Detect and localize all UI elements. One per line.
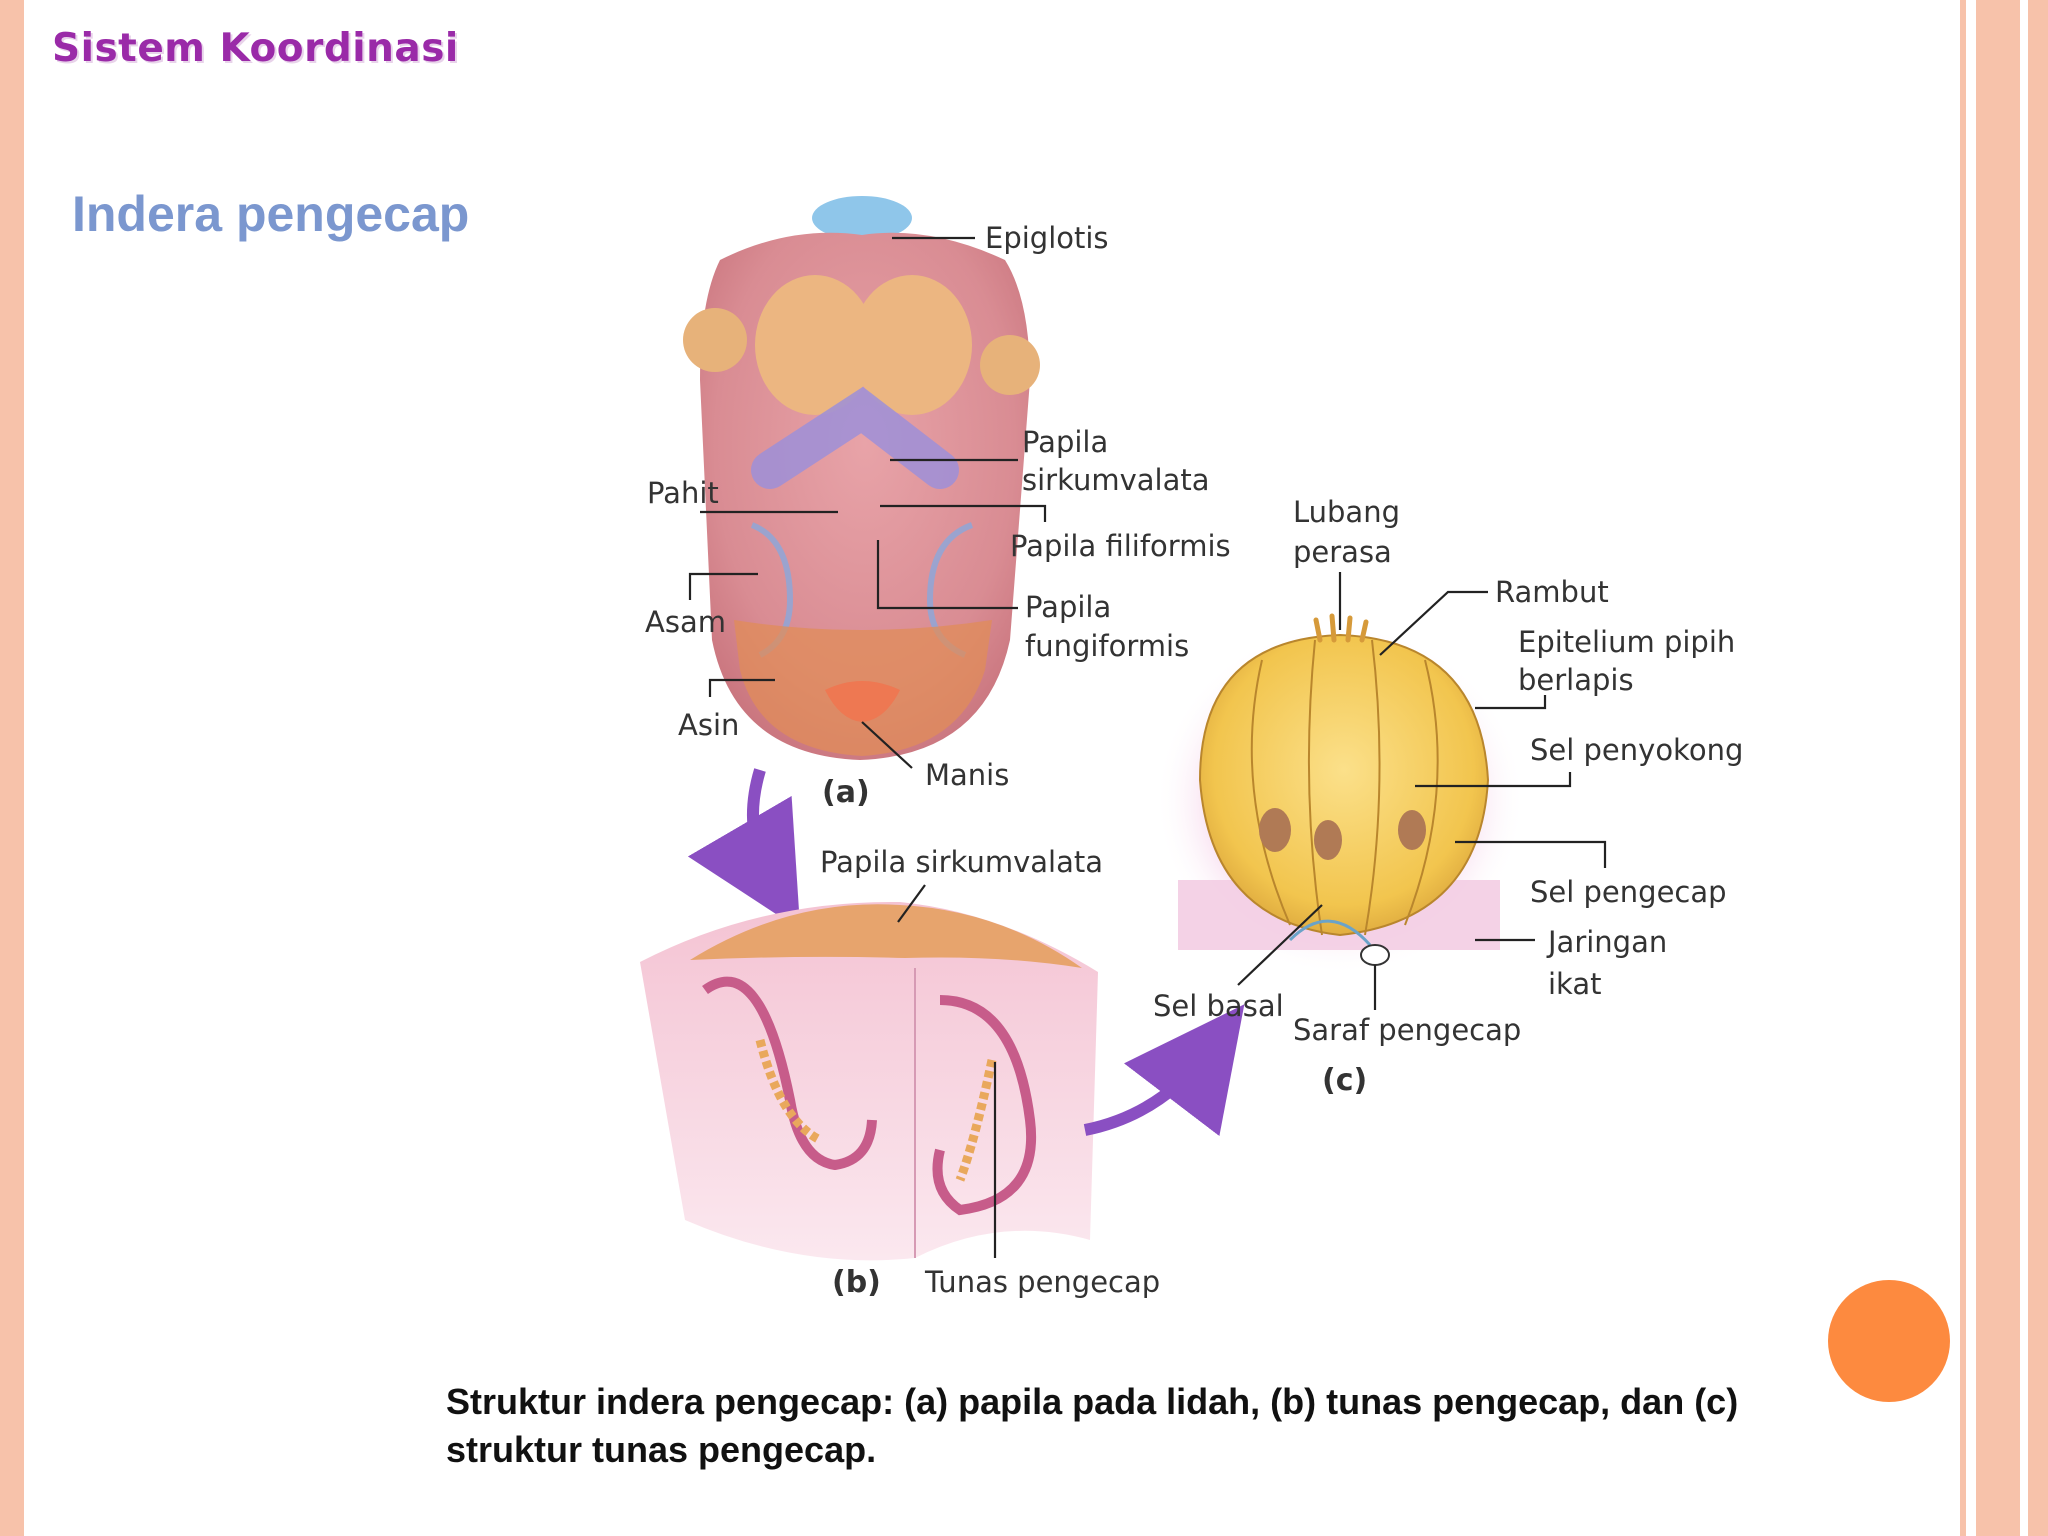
panel-a-labels: Epiglotis Papila sirkumvalata Papila fil…: [645, 221, 1231, 810]
section-title: Sistem Koordinasi: [52, 26, 459, 71]
figure-caption: Struktur indera pengecap: (a) papila pad…: [446, 1381, 1739, 1470]
label-jaringan-ikat-line1: Jaringan: [1546, 925, 1667, 959]
label-rambut: Rambut: [1495, 575, 1609, 609]
label-papila-sirkumvalata: Papila sirkumvalata: [820, 845, 1103, 879]
label-epitelium-line2: berlapis: [1518, 663, 1634, 697]
arrow-b-to-c: [1083, 1004, 1245, 1137]
panel-b-labels: Papila sirkumvalata Tunas pengecap (b): [820, 845, 1160, 1300]
label-lubang-perasa-line1: Lubang: [1293, 495, 1400, 529]
label-asin: Asin: [678, 708, 739, 742]
label-lubang-perasa-line2: perasa: [1293, 535, 1392, 569]
label-papila-fungiformis-line2: fungiformis: [1025, 629, 1189, 663]
right-border-stripe: [2028, 0, 2048, 1536]
part-label-c: (c): [1322, 1063, 1367, 1098]
label-asam: Asam: [645, 605, 726, 639]
label-papila-sirkumvalata-line1: Papila: [1022, 425, 1108, 459]
right-border-stripe: [1976, 0, 2020, 1536]
label-tunas-pengecap: Tunas pengecap: [924, 1265, 1160, 1299]
label-papila-sirkumvalata-line2: sirkumvalata: [1022, 463, 1210, 497]
panel-c-labels: Lubang perasa Rambut Epitelium pipih ber…: [1153, 495, 1743, 1098]
decorative-circle: [1828, 1280, 1950, 1402]
label-epitelium-line1: Epitelium pipih: [1518, 625, 1735, 659]
right-border-stripe: [1960, 0, 1966, 1536]
tongue-illustration: [683, 196, 1040, 760]
panel-c-leaders: [1237, 572, 1607, 1010]
label-jaringan-ikat-line2: ikat: [1548, 967, 1601, 1001]
label-manis: Manis: [925, 758, 1009, 792]
label-pahit: Pahit: [647, 476, 719, 510]
label-sel-pengecap: Sel pengecap: [1530, 875, 1727, 909]
arrow-a-to-b: [687, 768, 801, 930]
papilla-block-illustration: [640, 901, 1098, 1261]
left-border: [0, 0, 24, 1536]
label-saraf-pengecap: Saraf pengecap: [1293, 1013, 1521, 1047]
label-sel-basal: Sel basal: [1153, 989, 1284, 1023]
panel-b-leaders: [897, 884, 997, 1258]
part-label-b: (b): [832, 1265, 881, 1300]
panel-a-leaders: [688, 236, 1047, 769]
slide-title: Indera pengecap: [72, 186, 470, 242]
label-papila-filiformis: Papila filiformis: [1010, 529, 1231, 563]
label-papila-fungiformis-line1: Papila: [1025, 590, 1111, 624]
part-label-a: (a): [822, 775, 870, 810]
taste-bud-illustration: [1155, 613, 1525, 975]
label-sel-penyokong: Sel penyokong: [1530, 733, 1743, 767]
label-epiglotis: Epiglotis: [985, 221, 1109, 255]
